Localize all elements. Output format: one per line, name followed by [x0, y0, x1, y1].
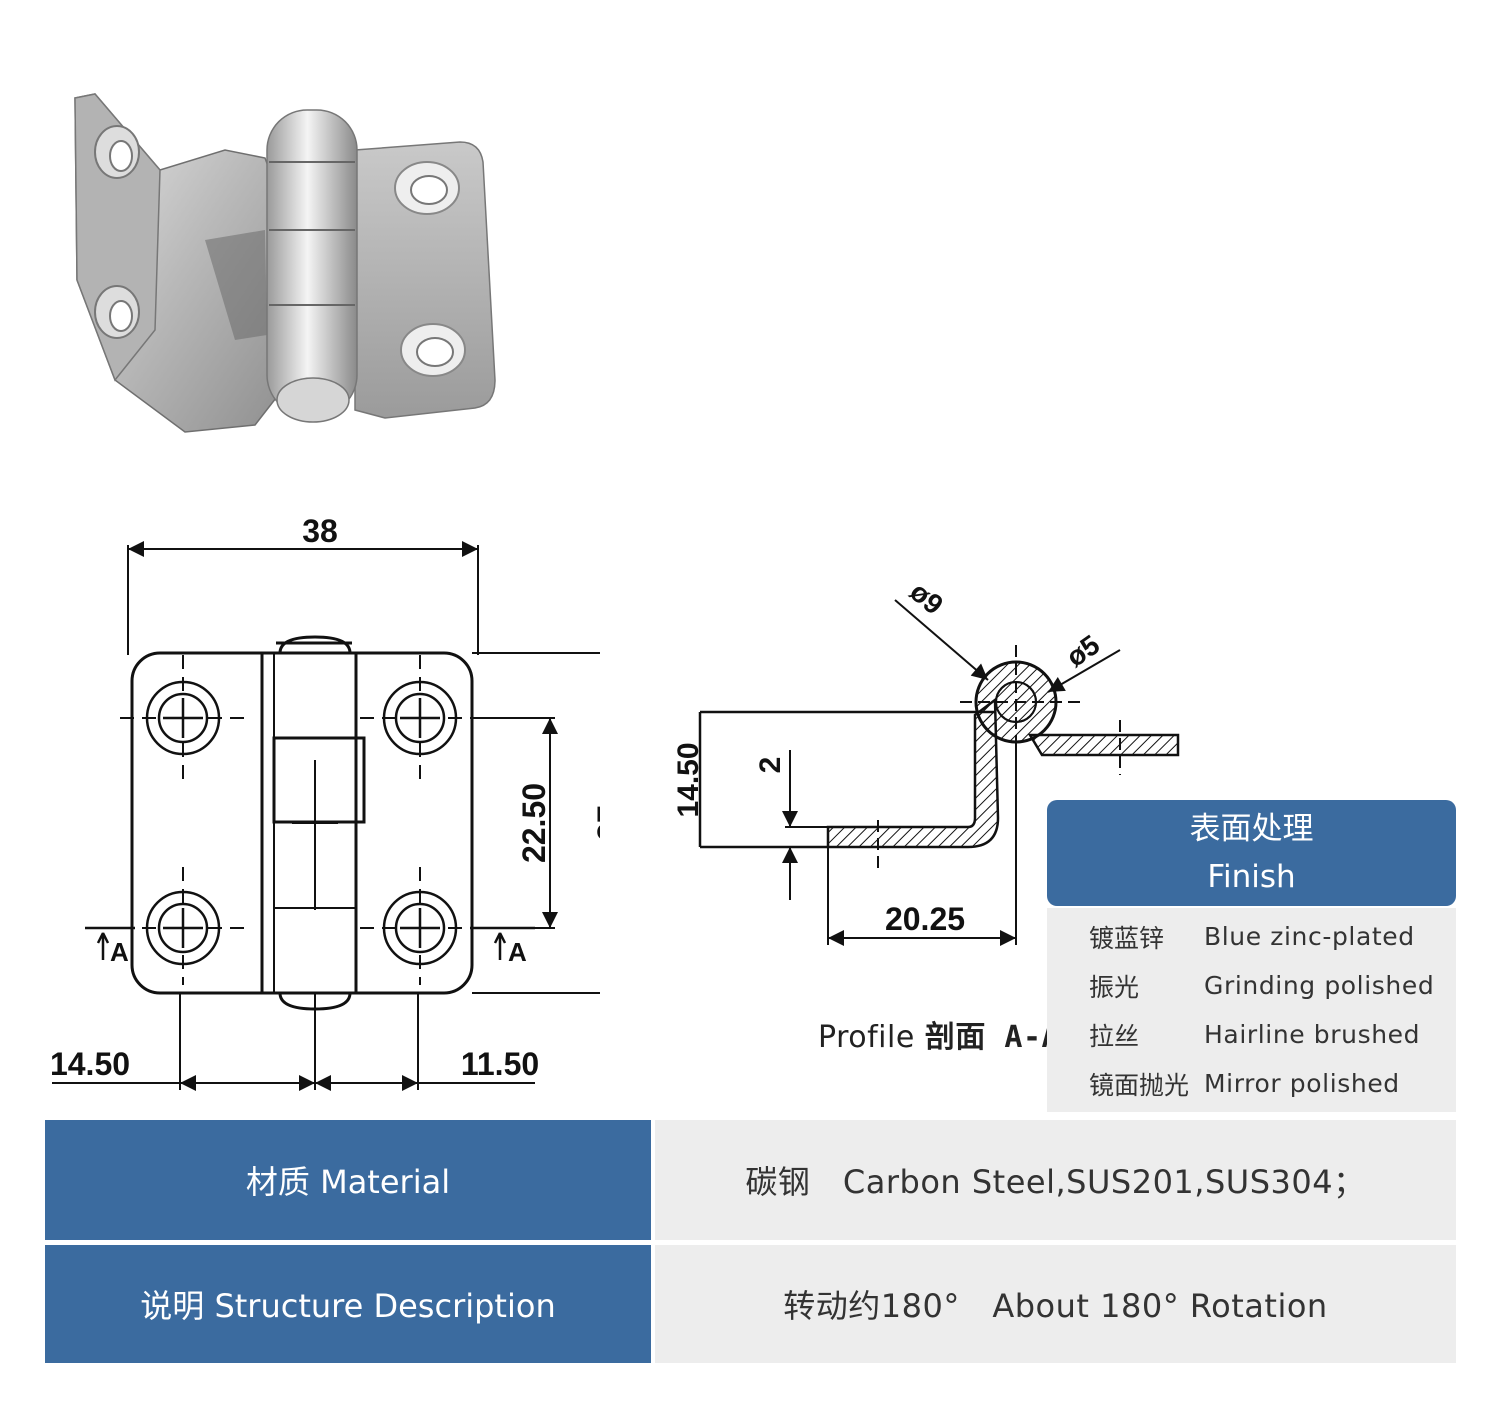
- profile-caption-label: 剖面 A-A: [924, 1020, 1061, 1055]
- finish-row: 拉丝 Hairline brushed: [1047, 1010, 1456, 1059]
- dim-dia-inner: ø5: [1061, 629, 1106, 673]
- product-photo: [55, 80, 525, 450]
- dim-hole-spacing: 22.50: [516, 783, 552, 863]
- dim-profile-height: 14.50: [672, 742, 705, 817]
- finish-list: 镀蓝锌 Blue zinc-plated 振光 Grinding polishe…: [1047, 908, 1456, 1112]
- finish-title-en: Finish: [1207, 859, 1296, 895]
- finish-en: Hairline brushed: [1204, 1020, 1421, 1049]
- finish-en: Grinding polished: [1204, 971, 1435, 1000]
- material-value: 碳钢 Carbon Steel,SUS201,SUS304；: [655, 1120, 1456, 1240]
- finish-title-cn: 表面处理: [1189, 811, 1314, 847]
- finish-en: Blue zinc-plated: [1204, 922, 1415, 951]
- finish-row: 振光 Grinding polished: [1047, 961, 1456, 1010]
- finish-row: 镀蓝锌 Blue zinc-plated: [1047, 912, 1456, 961]
- profile-caption: Profile 剖面 A-A: [818, 1012, 1060, 1056]
- material-row: 材质 Material 碳钢 Carbon Steel,SUS201,SUS30…: [45, 1120, 1456, 1240]
- dim-width-38: 38: [302, 513, 338, 549]
- finish-cn: 镀蓝锌: [1089, 923, 1165, 953]
- section-marker-right: A: [508, 937, 527, 967]
- section-marker-left: A: [110, 937, 129, 967]
- structure-row: 说明 Structure Description 转动约180° About 1…: [45, 1245, 1456, 1363]
- profile-caption-prefix: Profile: [818, 1020, 915, 1055]
- front-view-drawing: 38: [40, 505, 633, 1105]
- finish-cn: 振光: [1089, 972, 1140, 1002]
- dim-profile-length: 20.25: [885, 901, 965, 937]
- finish-header: 表面处理 Finish: [1047, 800, 1456, 906]
- finish-row: 镜面抛光 Mirror polished: [1047, 1059, 1456, 1108]
- dim-offset-right: 11.50: [461, 1046, 539, 1082]
- structure-value: 转动约180° About 180° Rotation: [655, 1245, 1456, 1363]
- finish-en: Mirror polished: [1204, 1069, 1400, 1098]
- dim-height-37: 37: [591, 805, 600, 841]
- material-label: 材质 Material: [45, 1120, 651, 1240]
- profile-section-drawing: 14.50 2 20.25 ø9 ø5: [650, 576, 1210, 980]
- finish-panel: 表面处理 Finish 镀蓝锌 Blue zinc-plated 振光 Grin…: [1047, 800, 1456, 1112]
- dim-thickness: 2: [754, 757, 787, 774]
- structure-label: 说明 Structure Description: [45, 1245, 651, 1363]
- finish-cn: 镜面抛光: [1089, 1070, 1190, 1100]
- dim-offset-left: 14.50: [50, 1046, 130, 1082]
- finish-cn: 拉丝: [1089, 1021, 1140, 1051]
